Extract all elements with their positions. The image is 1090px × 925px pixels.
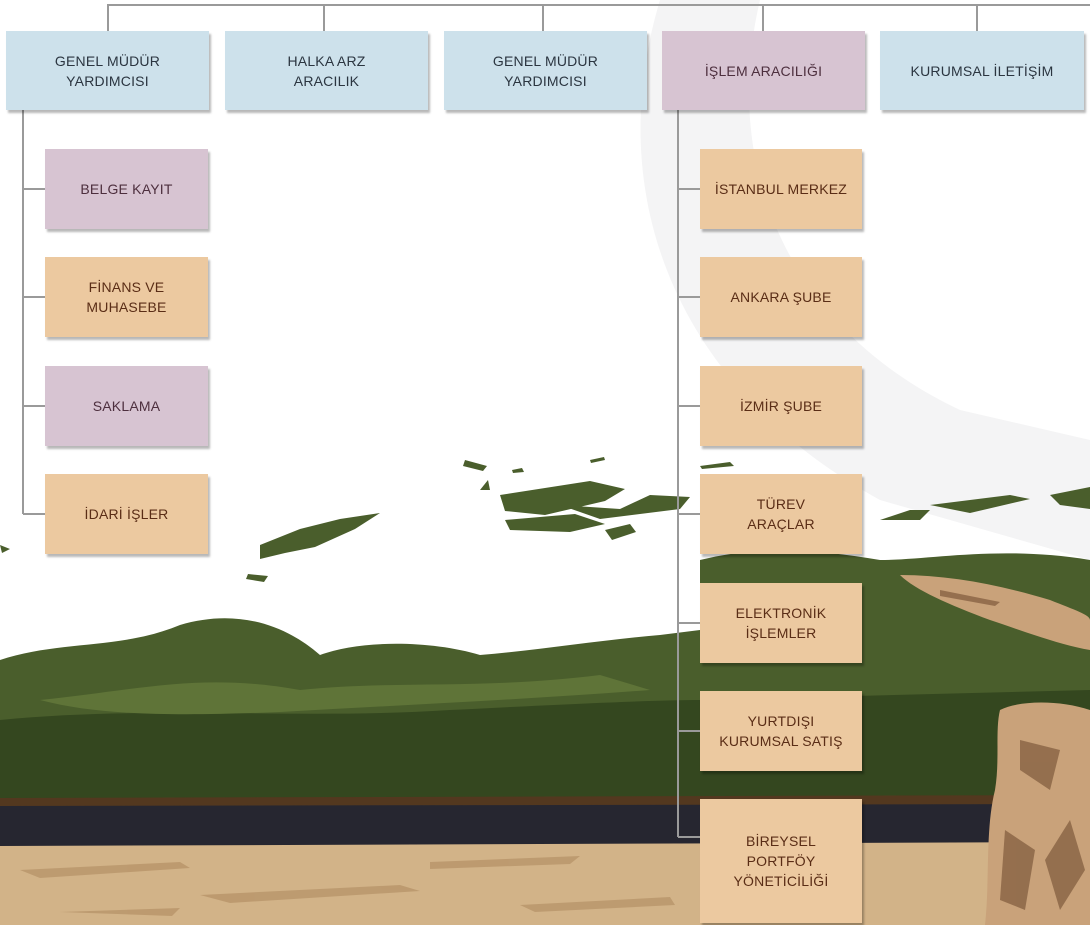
org-box-label: BİREYSEL PORTFÖY YÖNETİCİLİĞİ bbox=[733, 833, 829, 889]
org-box-halka-arz-aracilik: HALKA ARZ ARACILIK bbox=[225, 31, 428, 110]
org-box-label: İZMİR ŞUBE bbox=[739, 398, 823, 414]
org-box-bireysel-portfoy-yoneticiligi: BİREYSEL PORTFÖY YÖNETİCİLİĞİ bbox=[700, 799, 862, 923]
org-box-saklama: SAKLAMA bbox=[45, 366, 208, 446]
org-box-turev-araclar: TÜREV ARAÇLAR bbox=[700, 474, 862, 554]
org-box-label: İSTANBUL MERKEZ bbox=[714, 181, 848, 197]
org-box-idari-isler: İDARİ İŞLER bbox=[45, 474, 208, 554]
org-box-izmir-sube: İZMİR ŞUBE bbox=[700, 366, 862, 446]
org-box-belge-kayit: BELGE KAYIT bbox=[45, 149, 208, 229]
road bbox=[0, 798, 1090, 848]
sand-streaks bbox=[20, 856, 675, 916]
org-box-kurumsal-iletisim: KURUMSAL İLETİŞİM bbox=[880, 31, 1084, 110]
org-box-finans-ve-muhasebe: FİNANS VE MUHASEBE bbox=[45, 257, 208, 337]
statue-shading bbox=[940, 590, 1085, 910]
org-box-label: ANKARA ŞUBE bbox=[730, 289, 832, 305]
org-box-elektronik-islemler: ELEKTRONİK İŞLEMLER bbox=[700, 583, 862, 663]
org-box-label: YURTDIŞI KURUMSAL SATIŞ bbox=[719, 713, 843, 749]
org-box-yurtdisi-kurumsal-satis: YURTDIŞI KURUMSAL SATIŞ bbox=[700, 691, 862, 771]
org-box-label: İDARİ İŞLER bbox=[84, 506, 169, 522]
org-box-label: HALKA ARZ ARACILIK bbox=[287, 52, 366, 89]
org-box-label: SAKLAMA bbox=[92, 398, 161, 414]
background-arc-cutout bbox=[749, 0, 1090, 440]
org-box-label: ELEKTRONİK İŞLEMLER bbox=[735, 605, 827, 641]
org-box-genel-mudur-yardimcisi-2: GENEL MÜDÜR YARDIMCISI bbox=[444, 31, 647, 110]
org-box-label: GENEL MÜDÜR YARDIMCISI bbox=[492, 52, 599, 89]
org-box-label: BELGE KAYIT bbox=[80, 181, 173, 197]
org-box-label: FİNANS VE MUHASEBE bbox=[86, 279, 167, 315]
org-box-label: İŞLEM ARACILIĞI bbox=[704, 62, 823, 79]
org-box-label: TÜREV ARAÇLAR bbox=[747, 496, 815, 532]
org-box-label: GENEL MÜDÜR YARDIMCISI bbox=[54, 52, 161, 89]
grass-fragments bbox=[0, 457, 1090, 582]
org-box-genel-mudur-yardimcisi-1: GENEL MÜDÜR YARDIMCISI bbox=[6, 31, 209, 110]
org-box-islem-araciligi: İŞLEM ARACILIĞI bbox=[662, 31, 865, 110]
org-box-ankara-sube: ANKARA ŞUBE bbox=[700, 257, 862, 337]
org-box-label: KURUMSAL İLETİŞİM bbox=[910, 62, 1054, 79]
top-bus-line bbox=[107, 4, 1090, 31]
grass-band-light bbox=[40, 675, 650, 715]
org-box-istanbul-merkez: İSTANBUL MERKEZ bbox=[700, 149, 862, 229]
